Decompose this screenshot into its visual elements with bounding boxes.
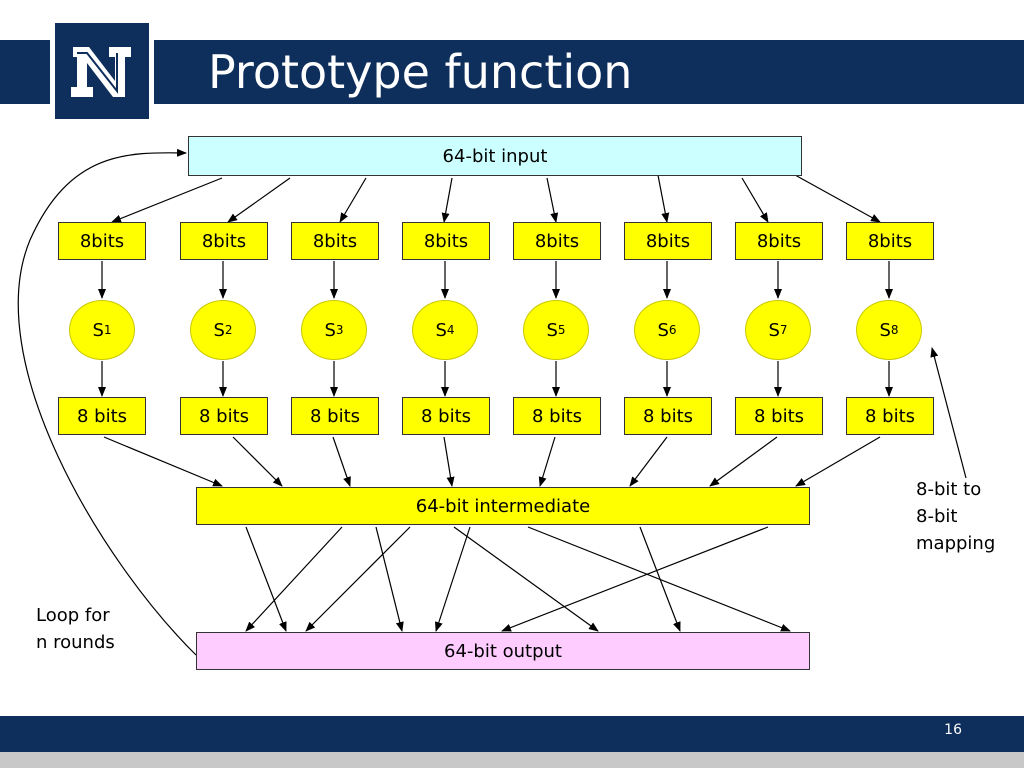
logo-n-icon bbox=[55, 23, 149, 119]
footer-bar bbox=[0, 716, 1024, 752]
split-block-3: 8bits bbox=[291, 222, 379, 260]
arrow-input-split-1 bbox=[111, 177, 223, 223]
intermediate-block: 64-bit intermediate bbox=[196, 487, 810, 525]
sbox-out-block-1: 8 bits bbox=[58, 397, 146, 435]
arrow-input-split-4 bbox=[441, 177, 453, 223]
sbox-out-block-2: 8 bits bbox=[180, 397, 268, 435]
sbox-out-block-3: 8 bits bbox=[291, 397, 379, 435]
output-block: 64-bit output bbox=[196, 632, 810, 670]
split-block-8: 8bits bbox=[846, 222, 934, 260]
sbox-letter: S bbox=[657, 319, 669, 341]
arrow-perm-7 bbox=[527, 526, 791, 632]
arrow-input-split-3 bbox=[339, 177, 367, 223]
footer-strip bbox=[0, 752, 1024, 768]
mapping-note-line-2: 8-bit bbox=[916, 506, 958, 527]
sbox-index: 2 bbox=[224, 323, 233, 337]
arrow-input-split-7 bbox=[741, 177, 769, 223]
sbox-index: 8 bbox=[890, 323, 899, 337]
loop-note: Loop for n rounds bbox=[36, 602, 115, 656]
sbox-letter: S bbox=[435, 319, 447, 341]
arrow-perm-6 bbox=[434, 526, 471, 632]
arrow-out-inter-2 bbox=[232, 436, 283, 487]
input-block: 64-bit input bbox=[188, 136, 802, 176]
split-block-6: 8bits bbox=[624, 222, 712, 260]
arrow-perm-2 bbox=[245, 526, 343, 632]
page-number: 16 bbox=[944, 722, 962, 738]
sbox-letter: S bbox=[92, 319, 104, 341]
sbox-letter: S bbox=[879, 319, 891, 341]
loop-back-arrow bbox=[17, 148, 197, 656]
arrow-input-split-2 bbox=[227, 177, 291, 223]
split-block-2: 8bits bbox=[180, 222, 268, 260]
arrow-perm-4 bbox=[305, 526, 411, 632]
arrow-out-inter-1 bbox=[103, 436, 223, 487]
split-block-1: 8bits bbox=[58, 222, 146, 260]
mapping-note: 8-bit to 8-bit mapping bbox=[916, 476, 995, 557]
mapping-note-line-3: mapping bbox=[916, 533, 996, 554]
sbox-index: 1 bbox=[103, 323, 112, 337]
sbox-out-block-5: 8 bits bbox=[513, 397, 601, 435]
arrow-out-inter-5 bbox=[538, 436, 556, 487]
arrow-out-inter-3 bbox=[332, 436, 351, 487]
loop-note-line-1: Loop for bbox=[36, 605, 110, 626]
arrow-perm-1 bbox=[245, 526, 287, 632]
split-block-5: 8bits bbox=[513, 222, 601, 260]
arrow-perm-9 bbox=[501, 526, 769, 632]
sbox-out-block-4: 8 bits bbox=[402, 397, 490, 435]
split-block-7: 8bits bbox=[735, 222, 823, 260]
slide-title: Prototype function bbox=[208, 45, 633, 99]
header-bar bbox=[0, 40, 1024, 104]
split-block-4: 8bits bbox=[402, 222, 490, 260]
sbox-index: 7 bbox=[779, 323, 788, 337]
arrow-perm-5 bbox=[453, 526, 599, 632]
loop-note-line-2: n rounds bbox=[36, 632, 115, 653]
sbox-index: 3 bbox=[335, 323, 344, 337]
arrow-out-inter-8 bbox=[795, 436, 881, 487]
arrow-input-split-6 bbox=[656, 169, 670, 223]
sbox-out-block-7: 8 bits bbox=[735, 397, 823, 435]
sbox-out-block-8: 8 bits bbox=[846, 397, 934, 435]
university-logo bbox=[50, 18, 154, 124]
arrow-out-inter-7 bbox=[709, 436, 778, 487]
arrow-input-split-8 bbox=[785, 169, 881, 223]
sbox-index: 6 bbox=[668, 323, 677, 337]
arrow-perm-8 bbox=[639, 526, 681, 632]
sbox-letter: S bbox=[324, 319, 336, 341]
arrow-perm-3 bbox=[375, 526, 404, 632]
sbox-out-block-6: 8 bits bbox=[624, 397, 712, 435]
mapping-note-arrow bbox=[930, 347, 967, 479]
mapping-note-line-1: 8-bit to bbox=[916, 479, 982, 500]
sbox-letter: S bbox=[213, 319, 225, 341]
sbox-index: 4 bbox=[446, 323, 455, 337]
arrow-input-split-5 bbox=[546, 177, 559, 223]
arrow-out-inter-4 bbox=[443, 436, 455, 487]
sbox-letter: S bbox=[546, 319, 558, 341]
sbox-index: 5 bbox=[557, 323, 566, 337]
sbox-letter: S bbox=[768, 319, 780, 341]
arrow-out-inter-6 bbox=[629, 436, 668, 487]
